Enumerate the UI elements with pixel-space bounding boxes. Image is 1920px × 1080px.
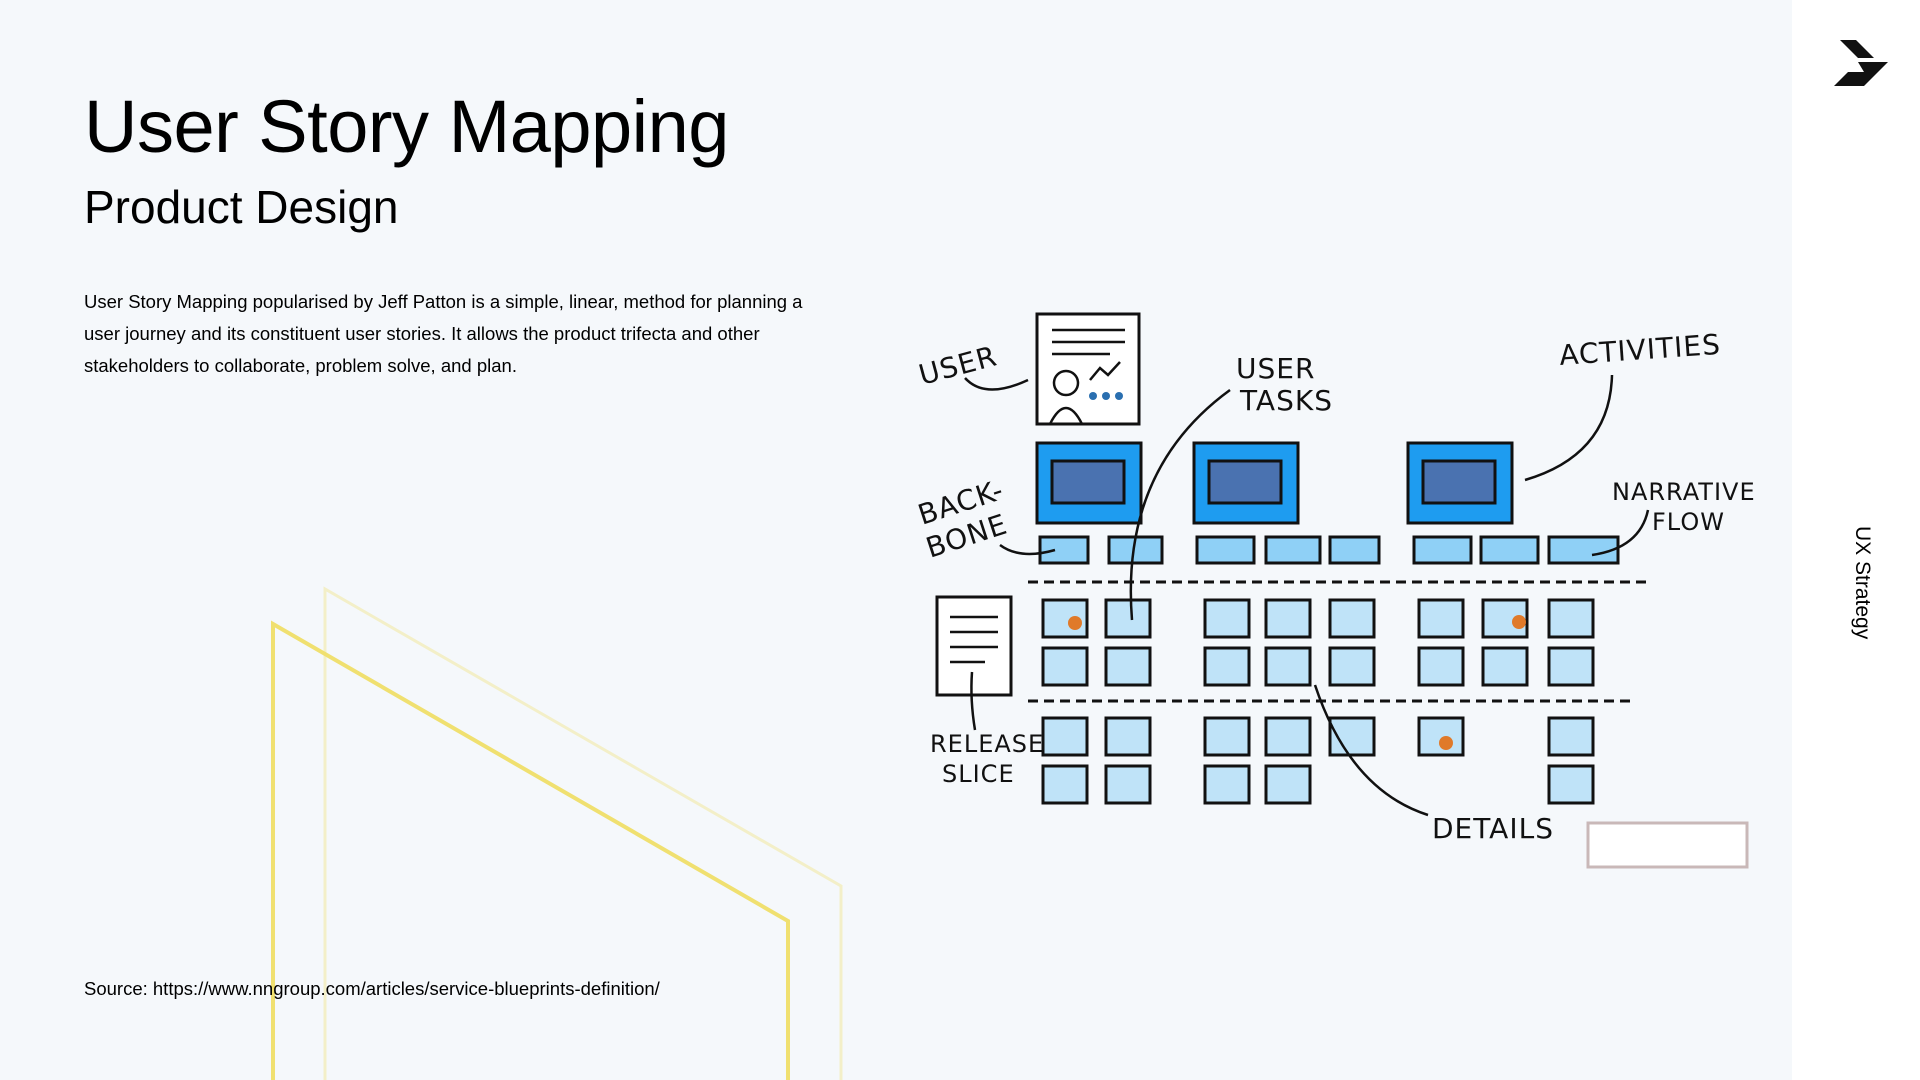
- label-user-tasks: TASKS: [1239, 384, 1333, 417]
- detail-card: [1203, 764, 1251, 805]
- detail-card: [1104, 598, 1152, 639]
- activity-card-screen: [1207, 459, 1283, 505]
- detail-card: [1041, 764, 1089, 805]
- detail-card: [1203, 598, 1251, 639]
- detail-card: [1264, 646, 1312, 687]
- detail-card: [1417, 646, 1465, 687]
- detail-card: [1417, 716, 1465, 757]
- detail-card: [1041, 646, 1089, 687]
- page-title: User Story Mapping: [84, 85, 729, 168]
- label-narrative-flow: FLOW: [1652, 508, 1725, 536]
- detail-card: [1203, 646, 1251, 687]
- label-activities: ACTIVITIES: [1558, 328, 1722, 372]
- priority-dot: [1439, 736, 1453, 750]
- detail-card: [1547, 646, 1595, 687]
- description-text: User Story Mapping popularised by Jeff P…: [84, 291, 803, 376]
- user-task-card: [1547, 535, 1620, 565]
- priority-dot: [1068, 616, 1082, 630]
- activity-card-screen: [1050, 459, 1126, 505]
- detail-card: [1481, 646, 1529, 687]
- activity-card-screen: [1421, 459, 1497, 505]
- detail-card: [1547, 764, 1595, 805]
- detail-card: [1104, 716, 1152, 757]
- decorative-lines: [271, 586, 843, 1080]
- label-user-tasks: USER: [1236, 352, 1315, 385]
- annotation-arrows: [964, 374, 1650, 817]
- user-task-card: [1264, 535, 1322, 565]
- label-user: USER: [915, 339, 1000, 391]
- detail-card: [1264, 716, 1312, 757]
- detail-card: [1041, 716, 1089, 757]
- user-persona-icon: [1035, 312, 1141, 426]
- detail-card: [1041, 598, 1089, 639]
- detail-card: [1203, 716, 1251, 757]
- priority-dot: [1512, 615, 1526, 629]
- detail-card: [1547, 716, 1595, 757]
- slide: User Story Mapping Product Design User S…: [84, 85, 1756, 1080]
- detail-card: [1328, 598, 1376, 639]
- user-task-card: [1328, 535, 1381, 565]
- user-task-card: [1195, 535, 1256, 565]
- blank-card: [1586, 821, 1749, 869]
- page-subtitle: Product Design: [84, 181, 399, 233]
- user-task-card: [1412, 535, 1473, 565]
- detail-card: [1104, 764, 1152, 805]
- user-task-card: [1038, 535, 1090, 565]
- detail-card: [1547, 598, 1595, 639]
- detail-card: [1264, 598, 1312, 639]
- label-narrative-flow: NARRATIVE: [1612, 478, 1756, 506]
- detail-card: [1264, 764, 1312, 805]
- detail-card: [1417, 598, 1465, 639]
- label-details: DETAILS: [1432, 812, 1554, 845]
- release-document-icon: [935, 595, 1013, 697]
- story-map-illustration: USER USER TASKS ACTIVITIES BACK- BONE NA…: [914, 312, 1756, 869]
- label-release-slice: SLICE: [942, 760, 1015, 788]
- chevron-logo-icon: [1834, 40, 1888, 86]
- detail-card: [1328, 646, 1376, 687]
- sidebar: UX Strategy: [1792, 0, 1920, 1080]
- detail-card: [1104, 646, 1152, 687]
- user-task-card: [1479, 535, 1540, 565]
- source-link[interactable]: Source: https://www.nngroup.com/articles…: [84, 978, 660, 999]
- section-label: UX Strategy: [1851, 526, 1874, 640]
- label-release-slice: RELEASE: [930, 730, 1044, 758]
